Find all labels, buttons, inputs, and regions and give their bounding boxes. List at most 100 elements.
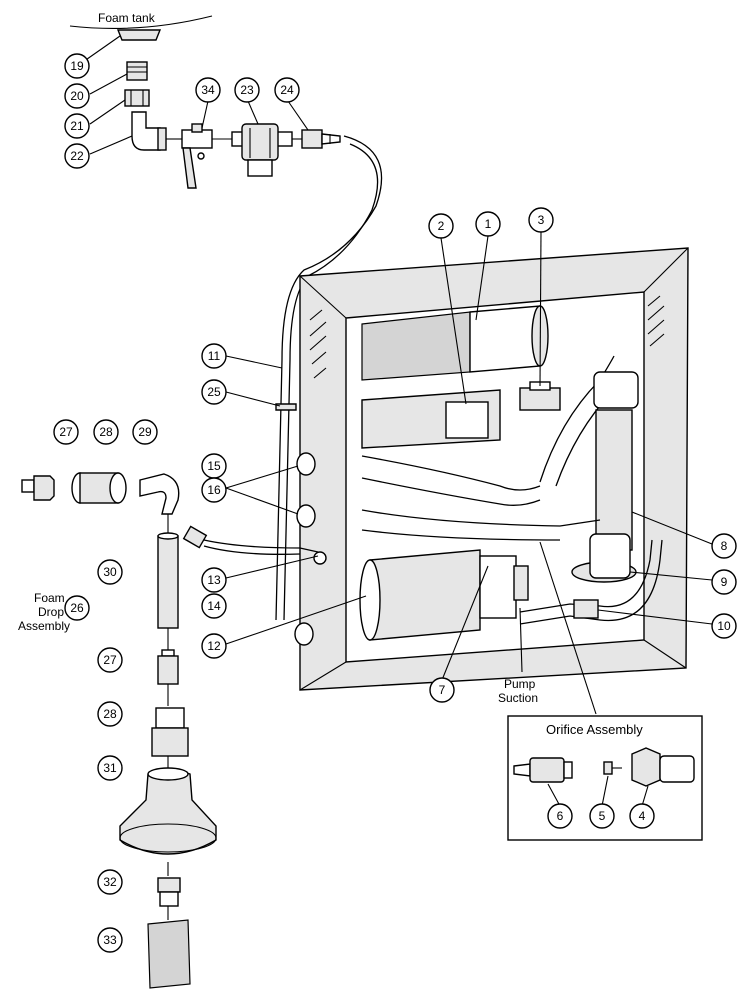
svg-text:7: 7 [439,683,446,697]
part-32-nipple [157,877,181,907]
part-2-module [361,389,501,449]
vent-slots-left [309,309,327,379]
callout-28-bottom: 28 [97,701,123,727]
svg-text:2: 2 [438,219,445,233]
svg-text:9: 9 [721,575,728,589]
part-11-hose [275,135,383,621]
svg-text:24: 24 [280,83,294,97]
callout-27-top: 27 [53,419,79,445]
callout-19: 19 [64,53,90,79]
svg-text:14: 14 [207,599,221,613]
callout-10: 10 [711,613,737,639]
svg-text:Suction: Suction [498,691,538,705]
callout-27-bottom: 27 [97,647,123,673]
callout-12: 12 [201,633,227,659]
svg-text:28: 28 [103,707,117,721]
part-9-clamp [571,533,637,583]
part-28-top [71,472,127,504]
svg-text:6: 6 [557,809,564,823]
part-30-tube [157,532,179,629]
part-5-orifice [603,761,622,775]
callout-7: 7 [429,677,455,703]
callout-9: 9 [711,569,737,595]
part-31-foam-cone [119,767,217,855]
part-27-bottom [157,649,179,685]
part-33-foam-element [147,919,191,989]
pump-suction-label: Pump Suction [498,677,538,705]
part-1-upper-assembly [361,305,549,381]
callout-21: 21 [64,113,90,139]
svg-text:Foam: Foam [34,591,65,605]
svg-text:3: 3 [538,213,545,227]
part-13-harness [182,525,327,565]
callout-28-top: 28 [93,419,119,445]
part-6-barb-fitting [513,757,573,783]
middle-hose-a [361,455,541,491]
part-29-elbow [139,473,180,515]
part-24-hose-barb [301,129,341,149]
callout-30: 30 [97,559,123,585]
foam-tank-outlet: Foam tank [69,11,213,41]
svg-text:Pump: Pump [504,677,536,691]
orifice-assembly-title: Orifice Assembly [546,722,643,737]
right-tube [539,355,639,551]
svg-text:Assembly: Assembly [18,619,70,633]
callout-16: 16 [201,477,227,503]
callout-25: 25 [201,379,227,405]
foam-drop-assembly-label: Foam Drop Assembly [18,591,70,633]
svg-text:5: 5 [599,809,606,823]
middle-hose-b [361,509,601,527]
callout-4: 4 [629,803,655,829]
part-4-housing [631,747,695,787]
svg-text:30: 30 [103,565,117,579]
svg-text:26: 26 [70,601,84,615]
svg-text:21: 21 [70,119,84,133]
svg-text:12: 12 [207,639,221,653]
svg-text:13: 13 [207,573,221,587]
svg-text:27: 27 [59,425,73,439]
svg-text:8: 8 [721,539,728,553]
part-22-elbow [131,111,167,151]
svg-text:16: 16 [207,483,221,497]
callout-29: 29 [132,419,158,445]
callout-14: 14 [201,593,227,619]
vent-slots-right [647,295,665,347]
part-15-16-bulkhead-fittings [294,452,316,646]
svg-text:27: 27 [103,653,117,667]
callout-23: 23 [234,77,260,103]
callout-11: 11 [201,343,227,369]
part-23-strainer [231,123,293,177]
svg-text:15: 15 [207,459,221,473]
foam-tank-label: Foam tank [98,11,156,25]
callout-13: 13 [201,567,227,593]
svg-text:23: 23 [240,83,254,97]
svg-text:20: 20 [70,89,84,103]
svg-text:22: 22 [70,149,84,163]
svg-text:28: 28 [99,425,113,439]
svg-text:25: 25 [207,385,221,399]
callout-22: 22 [64,143,90,169]
svg-text:10: 10 [717,619,731,633]
part-12-pump-motor [359,549,529,641]
part-27-top [21,475,55,501]
svg-text:19: 19 [70,59,84,73]
svg-text:1: 1 [485,217,492,231]
part-20-nipple [126,61,148,81]
svg-text:34: 34 [201,83,215,97]
svg-text:29: 29 [138,425,152,439]
part-34-ball-valve [181,123,213,189]
callout-15: 15 [201,453,227,479]
lower-hose [519,539,653,613]
callout-3: 3 [528,207,554,233]
callout-33: 33 [97,927,123,953]
svg-text:Drop: Drop [38,605,64,619]
svg-text:31: 31 [103,761,117,775]
svg-text:33: 33 [103,933,117,947]
callout-24: 24 [274,77,300,103]
callout-32: 32 [97,869,123,895]
part-28-bottom [151,707,189,757]
svg-text:32: 32 [103,875,117,889]
callout-6: 6 [547,803,573,829]
callout-20: 20 [64,83,90,109]
